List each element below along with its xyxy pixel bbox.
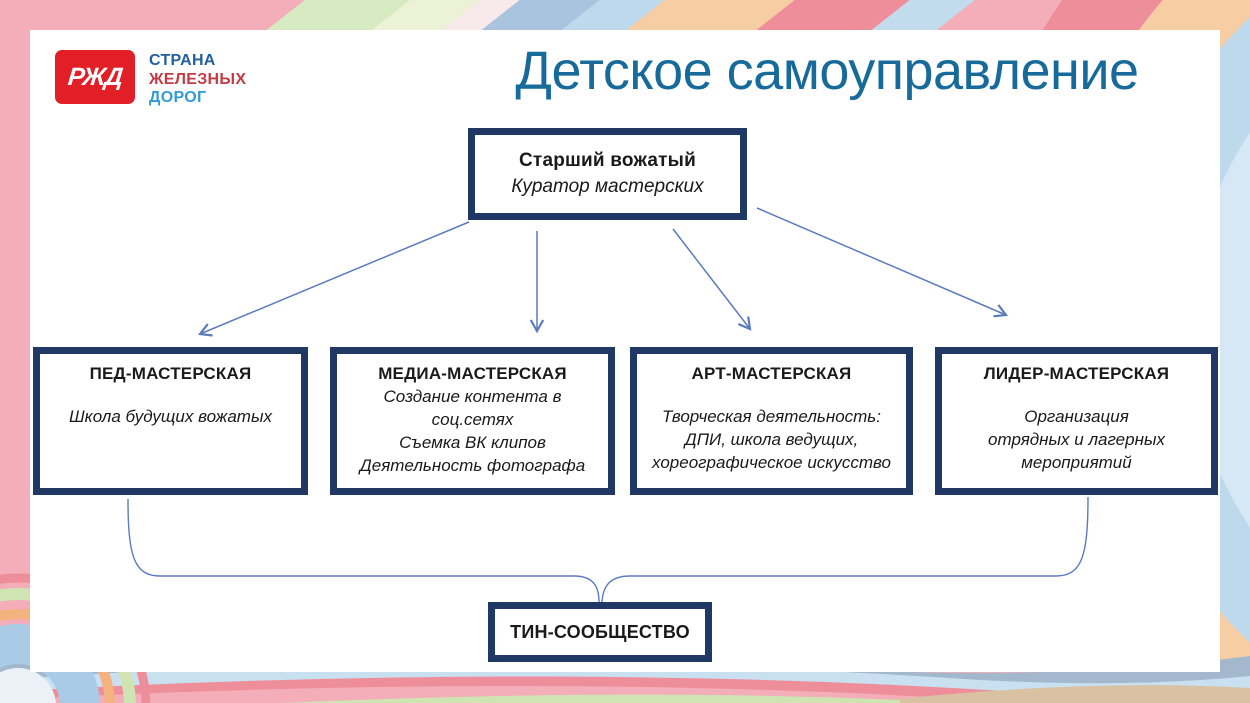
brace-right — [601, 496, 1089, 603]
node-tin-community-title: ТИН-СООБЩЕСТВО — [510, 621, 690, 642]
arrow-to-ped-workshop — [197, 221, 470, 337]
rzd-logo: РЖД СТРАНА ЖЕЛЕЗНЫХ ДОРОГ — [55, 50, 246, 108]
node-leader-workshop-title: ЛИДЕР-МАСТЕРСКАЯ — [983, 364, 1170, 383]
node-senior-counselor-subtitle: Куратор мастерских — [511, 176, 704, 197]
arrow-to-art-workshop — [672, 228, 752, 331]
node-art-workshop-body: Творческая деятельность: ДПИ, школа веду… — [652, 407, 891, 472]
logo-line-2: ЖЕЛЕЗНЫХ — [149, 70, 247, 88]
node-media-workshop: МЕДИА-МАСТЕРСКАЯ Создание контента в соц… — [330, 347, 615, 495]
node-art-workshop-title: АРТ-МАСТЕРСКАЯ — [691, 364, 852, 383]
node-media-workshop-body: Создание контента в соц.сетях Съемка ВК … — [359, 387, 586, 475]
rzd-logo-icon: РЖД — [55, 50, 135, 104]
node-media-workshop-title: МЕДИА-МАСТЕРСКАЯ — [378, 364, 567, 383]
arrow-to-leader-workshop — [756, 207, 1009, 318]
node-ped-workshop-title: ПЕД-МАСТЕРСКАЯ — [89, 364, 252, 383]
node-senior-counselor-title: Старший вожатый — [519, 150, 696, 171]
brace-left — [127, 498, 600, 603]
logo-text: СТРАНА ЖЕЛЕЗНЫХ ДОРОГ — [149, 50, 246, 108]
node-leader-workshop: ЛИДЕР-МАСТЕРСКАЯ Организация отрядных и … — [935, 347, 1218, 495]
decor-corner-swirl — [0, 573, 151, 703]
page-title: Детское самоуправление — [515, 41, 1139, 101]
logo-line-3: ДОРОГ — [149, 89, 207, 106]
node-tin-community: ТИН-СООБЩЕСТВО — [488, 602, 712, 662]
node-leader-workshop-body: Организация отрядных и лагерных мероприя… — [988, 407, 1165, 472]
node-senior-counselor: Старший вожатый Куратор мастерских — [468, 128, 747, 220]
node-ped-workshop: ПЕД-МАСТЕРСКАЯ Школа будущих вожатых — [33, 347, 308, 495]
node-ped-workshop-body: Школа будущих вожатых — [69, 407, 272, 426]
node-art-workshop: АРТ-МАСТЕРСКАЯ Творческая деятельность: … — [630, 347, 913, 495]
logo-line-1: СТРАНА — [149, 52, 216, 69]
rzd-logo-monogram: РЖД — [66, 62, 124, 91]
